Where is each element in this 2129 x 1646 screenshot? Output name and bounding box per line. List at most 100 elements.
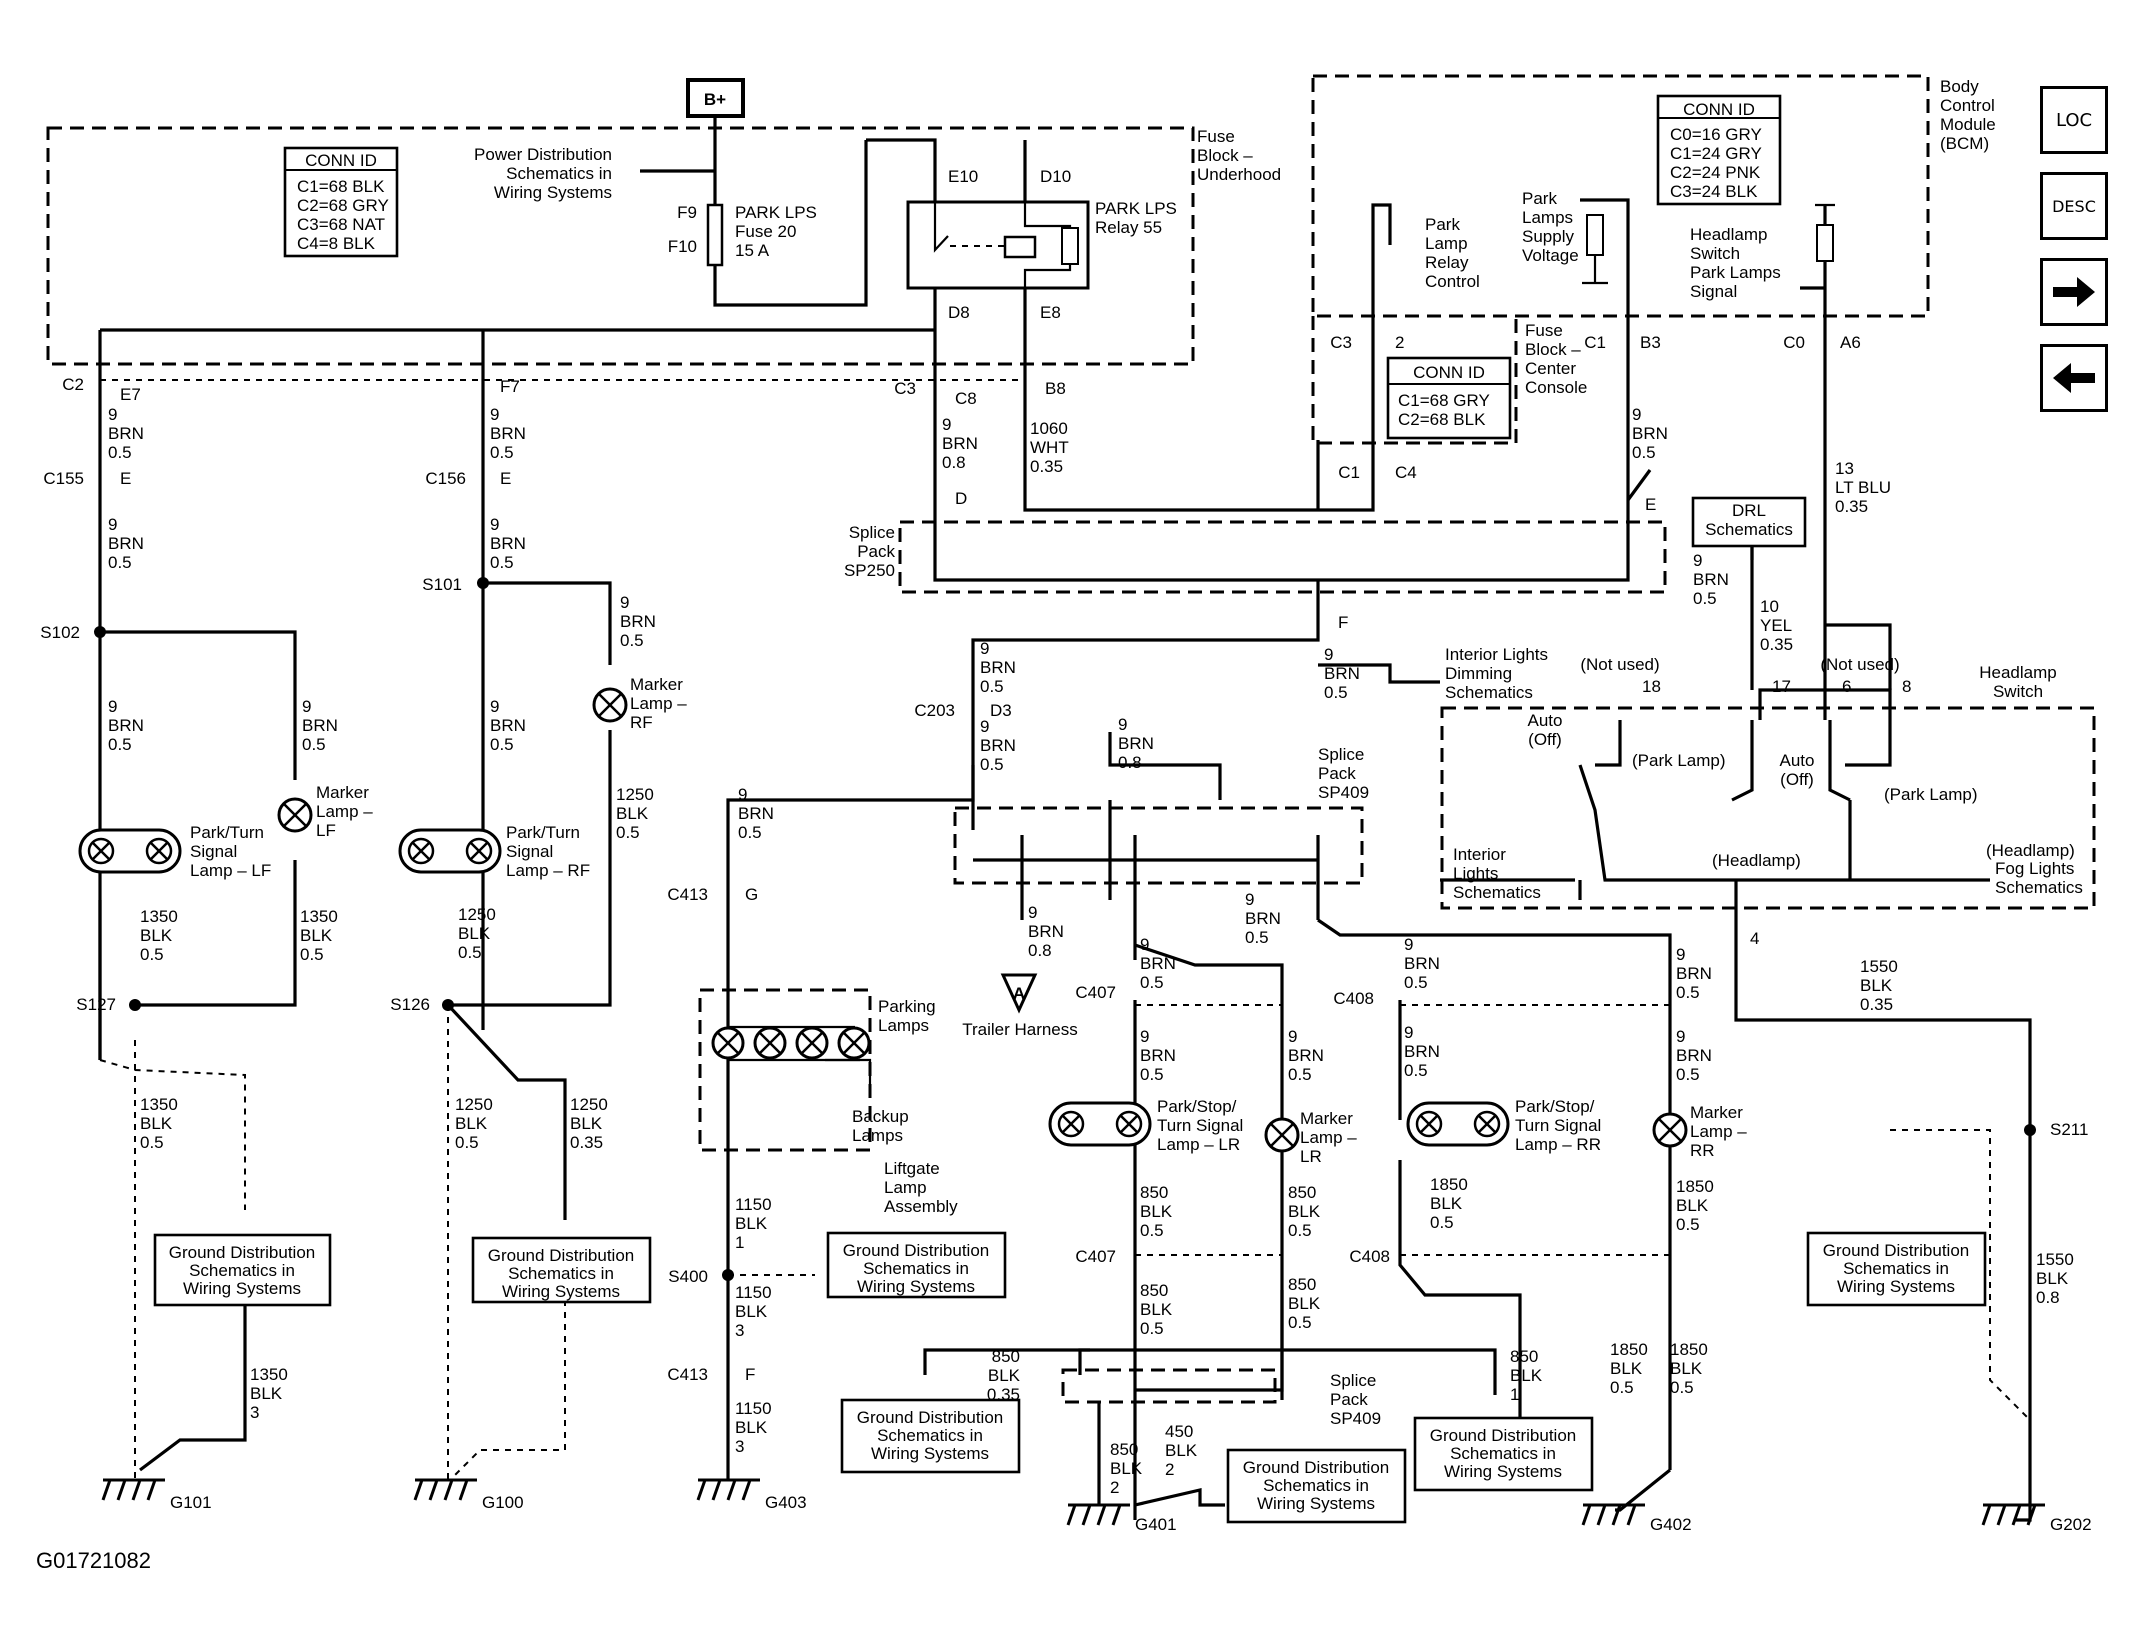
wire-label: 0.5 (1140, 1319, 1164, 1338)
wire-label: 0.5 (1140, 973, 1164, 992)
connector-c407: C407 (1075, 1247, 1116, 1266)
wire-label: 850 (1510, 1347, 1538, 1366)
wire-label: BRN (108, 534, 144, 553)
wire-sp250-to-c203 (971, 580, 1320, 830)
headlamp-label: (Headlamp) (1712, 851, 1801, 870)
ground-distribution-ref: Schematics in (508, 1264, 614, 1283)
ground-distribution-ref: Schematics in (877, 1426, 983, 1445)
bcm-conn-id-entry: C3=24 BLK (1670, 182, 1758, 201)
ground-distribution-ref: Ground Distribution (1823, 1241, 1969, 1260)
park-turn-lamp-lf-label: Lamp – LF (190, 861, 271, 880)
wire-label: BLK (1670, 1359, 1703, 1378)
ground-ref-box-center (1226, 1448, 1407, 1524)
wire-label: 450 (1165, 1422, 1193, 1441)
wire-label: BRN (980, 658, 1016, 677)
marker-lamp-rf-label: Marker (630, 675, 683, 694)
wire-label: 3 (250, 1403, 259, 1422)
wire-label: 0.5 (1404, 973, 1428, 992)
ground-distribution-ref: Wiring Systems (857, 1277, 975, 1296)
park-stop-turn-lamp-lr-label: Park/Stop/ (1157, 1097, 1237, 1116)
parking-lamps (711, 1026, 871, 1060)
ground-distribution-ref: Ground Distribution (857, 1408, 1003, 1427)
desc-button[interactable]: DESC (2040, 172, 2108, 240)
bcm-relay-control (1371, 203, 1392, 330)
ground-distribution-ref: Wiring Systems (502, 1282, 620, 1301)
splice-pack-sp409-label: Splice (1330, 1371, 1376, 1390)
auto-off-label: Auto (1528, 711, 1563, 730)
ground-g101-label: G101 (170, 1493, 212, 1512)
loc-button[interactable]: LOC (2040, 86, 2108, 154)
wire-label: 0.35 (1760, 635, 1793, 654)
wire-label: BRN (942, 434, 978, 453)
relay-resistor (1061, 227, 1079, 265)
conn-id-box-bcm (1656, 94, 1782, 206)
connector-c2: C2 (62, 375, 84, 394)
wire-label: 0.8 (1028, 941, 1052, 960)
wire-label: 9 (620, 593, 629, 612)
connector-c413: C413 (667, 1365, 708, 1384)
headlamp-label: (Headlamp) (1986, 841, 2075, 860)
wire-label: 0.5 (1693, 589, 1717, 608)
connector-c407: C407 (1075, 983, 1116, 1002)
liftgate-lamp-assembly-outline (698, 988, 872, 1152)
wire-label: BRN (1140, 954, 1176, 973)
wire-label: 9 (980, 717, 989, 736)
wire-fuse-to-relay (713, 140, 868, 307)
park-stop-turn-lamp-rr-label: Park/Stop/ (1515, 1097, 1595, 1116)
relay-label: Relay 55 (1095, 218, 1162, 237)
liftgate-assembly-label: Assembly (884, 1197, 958, 1216)
wire-label: 9 (1324, 645, 1333, 664)
arrow-right-icon (2053, 277, 2095, 307)
wire-label: BLK (140, 1114, 173, 1133)
power-distribution-ref: Schematics in (506, 164, 612, 183)
wire-label: BLK (1860, 976, 1893, 995)
wire-label: 0.5 (1140, 1065, 1164, 1084)
wire-label: BLK (616, 804, 649, 823)
park-turn-lamp-rf-label: Lamp – RF (506, 861, 590, 880)
headlamp-switch-outline (1440, 706, 2096, 910)
wire-label: 0.5 (1610, 1378, 1634, 1397)
pin-e: E (500, 469, 511, 488)
ground-ref-box-liftgate (826, 1231, 1007, 1299)
ground-distribution-ref: Ground Distribution (488, 1246, 634, 1265)
wire-label: 9 (490, 515, 499, 534)
pin-b3: B3 (1640, 333, 1661, 352)
marker-lamp-lr-label: Lamp – (1300, 1128, 1357, 1147)
wire-label: 0.8 (1118, 753, 1142, 772)
conn-id-entry: C3=68 NAT (297, 215, 385, 234)
wire-label: 1850 (1430, 1175, 1468, 1194)
ground-distribution-ref: Wiring Systems (183, 1279, 301, 1298)
wire-label: 0.5 (1324, 683, 1348, 702)
splice-pack-sp409-label: Splice (1318, 745, 1364, 764)
forward-button[interactable] (2040, 258, 2108, 326)
ground-g403-label: G403 (765, 1493, 807, 1512)
document-id: G01721082 (36, 1548, 151, 1573)
wire-label: BLK (1288, 1202, 1321, 1221)
park-turn-lamp-lf (78, 828, 182, 874)
relay-switch (933, 202, 949, 253)
wire-label: BLK (300, 926, 333, 945)
splice-s102 (94, 626, 106, 638)
wire-label: BRN (1288, 1046, 1324, 1065)
wire-label: 0.5 (1288, 1221, 1312, 1240)
park-stop-turn-lamp-lr (1048, 1101, 1152, 1147)
auto-off-label: Auto (1780, 751, 1815, 770)
fuse-block-underhood-title: Block – (1197, 146, 1253, 165)
wire-label: BRN (1028, 922, 1064, 941)
fuse-label: PARK LPS (735, 203, 817, 222)
wire-label: BLK (1288, 1294, 1321, 1313)
marker-lamp-lr-label: LR (1300, 1147, 1322, 1166)
wire-liftgate (726, 765, 975, 1480)
marker-lamp-rf-label: RF (630, 713, 653, 732)
wire-label: 0.5 (108, 553, 132, 572)
park-turn-lamp-rf-label: Park/Turn (506, 823, 580, 842)
wire-label: 1850 (1670, 1340, 1708, 1359)
ground-g101 (101, 1478, 165, 1501)
back-button[interactable] (2040, 344, 2108, 412)
wire-label: 10 (1760, 597, 1779, 616)
park-lamp-label: (Park Lamp) (1632, 751, 1726, 770)
wire-label: 1350 (300, 907, 338, 926)
pin-c4: C4 (1395, 463, 1417, 482)
wire-label: BLK (1676, 1196, 1709, 1215)
liftgate-assembly-label: Lamp (884, 1178, 927, 1197)
